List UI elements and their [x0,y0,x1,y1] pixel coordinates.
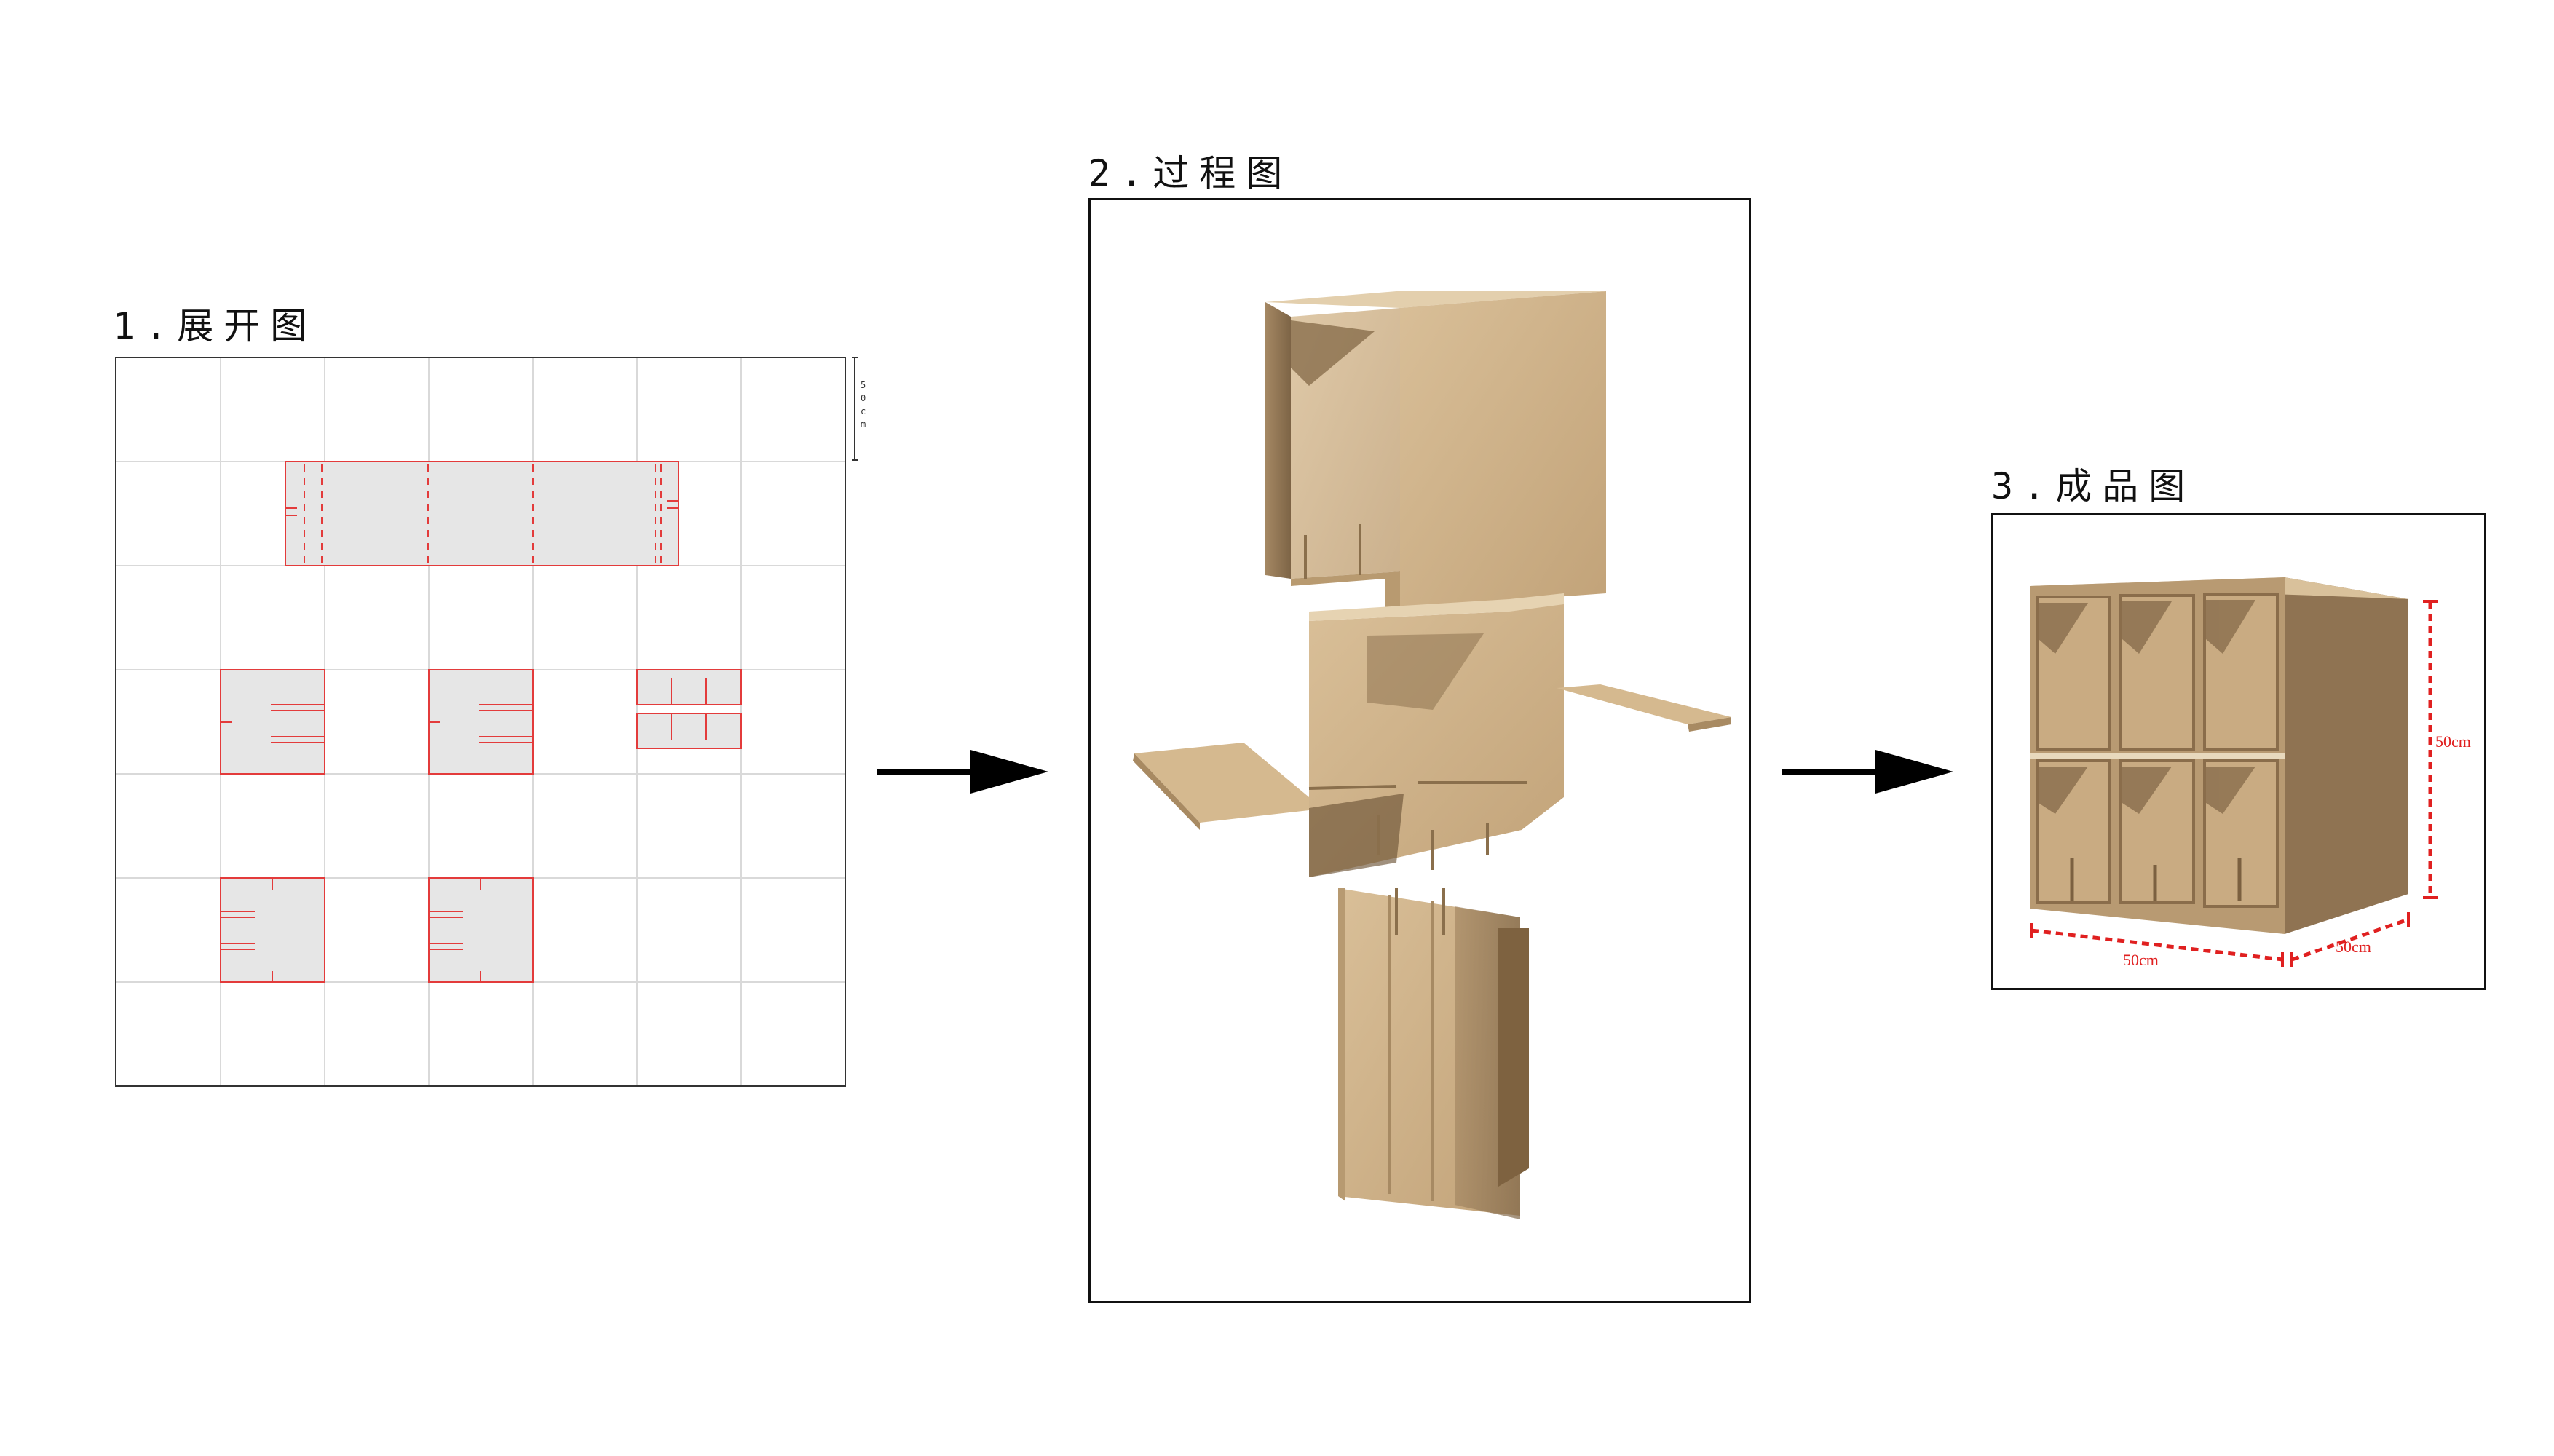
unfolded-drawing-panel [115,357,846,1087]
shelf-side-face [2285,577,2408,934]
process-view-panel [1088,198,1751,1303]
side-piece-a [220,877,325,983]
arrow-icon [877,746,1052,797]
step3-title: 3.成品图 [1991,465,2196,507]
finished-shelf [2030,577,2438,967]
dimension-lines [2031,601,2432,962]
side-piece-b [428,877,534,983]
step2-title: 2.过程图 [1088,152,1293,194]
depth-dimension-label: 50cm [2336,938,2371,956]
scale-label: 50cm [861,380,866,430]
bottom-panels-part [1338,888,1529,1219]
exploded-view [1133,291,1731,1219]
divider-strip-pieces [636,669,742,749]
long-strip-piece [285,461,679,566]
step1-title: 1.展开图 [113,305,317,347]
width-dimension-label: 50cm [2123,951,2159,969]
finished-product-panel: 50cm 50cm 50cm [1991,513,2486,990]
unfolded-drawing [116,358,845,1085]
shelf-piece-a [220,669,325,775]
top-frame-part [1265,291,1606,608]
scale-bar: 50cm [852,357,874,461]
shelf-piece-b [428,669,534,775]
middle-shelf-part [1133,593,1731,877]
height-dimension-label: 50cm [2435,732,2471,751]
arrow-icon [1782,746,1957,797]
